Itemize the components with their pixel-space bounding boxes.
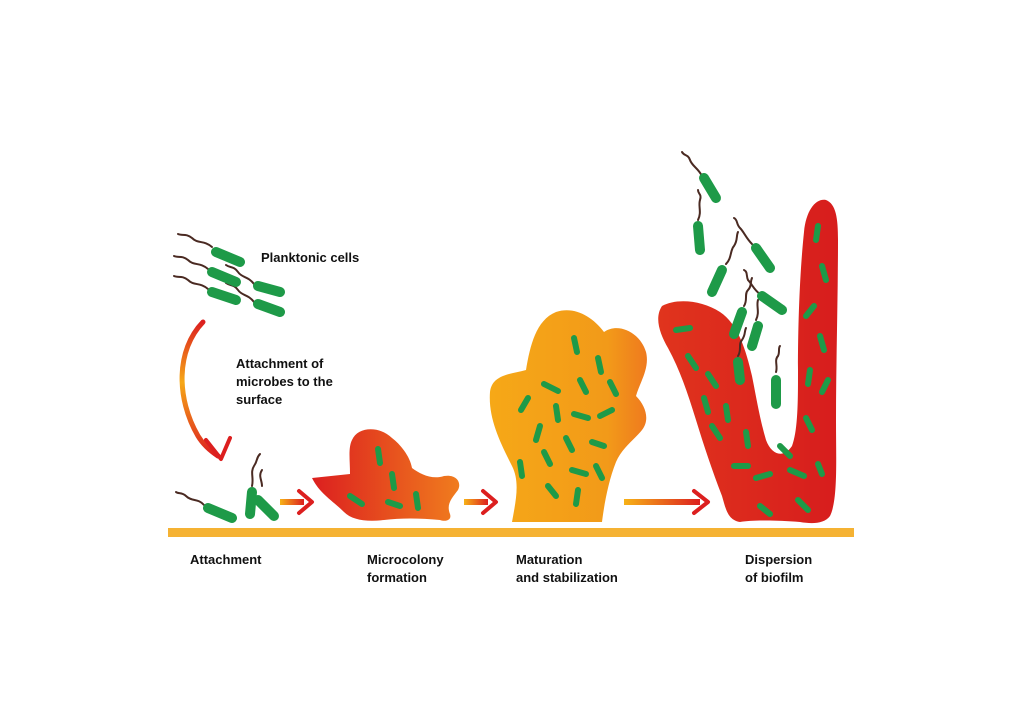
- stage-label-microcolony-line-2: formation: [367, 570, 427, 585]
- attached-cells-group: [175, 453, 279, 523]
- arrow-maturation-to-dispersion: [624, 489, 710, 515]
- stage-label-attachment: Attachment: [190, 551, 262, 569]
- dispersing-cells-group: [681, 151, 787, 409]
- attachment-note-line-2: microbes to the: [236, 374, 333, 389]
- attachment-note-label: Attachment of microbes to the surface: [236, 355, 333, 409]
- stage-label-maturation: Maturation and stabilization: [516, 551, 618, 587]
- stage-label-attachment-line-1: Attachment: [190, 552, 262, 567]
- attachment-curve-arrow: [179, 319, 221, 459]
- stage-label-dispersion: Dispersion of biofilm: [745, 551, 812, 587]
- planktonic-cells-group: [173, 233, 285, 317]
- stage-label-dispersion-line-2: of biofilm: [745, 570, 804, 585]
- attachment-curve-arrowhead: [204, 436, 232, 461]
- stage-label-dispersion-line-1: Dispersion: [745, 552, 813, 567]
- stage-label-maturation-line-2: and stabilization: [516, 570, 618, 585]
- stage-label-microcolony-line-1: Microcolony: [367, 552, 444, 567]
- attachment-note-line-1: Attachment of: [236, 356, 324, 371]
- arrow-attachment-to-microcolony: [280, 489, 314, 515]
- planktonic-cells-label: Planktonic cells: [261, 249, 359, 267]
- substrate-surface: [168, 528, 854, 537]
- stage-label-microcolony: Microcolony formation: [367, 551, 444, 587]
- embedded-cells: [347, 223, 831, 517]
- stage-label-maturation-line-1: Maturation: [516, 552, 583, 567]
- dispersion-mass: [658, 199, 838, 524]
- arrow-microcolony-to-maturation: [464, 489, 498, 515]
- microcolony-mass: [312, 429, 460, 521]
- maturation-mass: [489, 310, 647, 522]
- planktonic-cells-text: Planktonic cells: [261, 250, 360, 265]
- attachment-note-line-3: surface: [236, 392, 283, 407]
